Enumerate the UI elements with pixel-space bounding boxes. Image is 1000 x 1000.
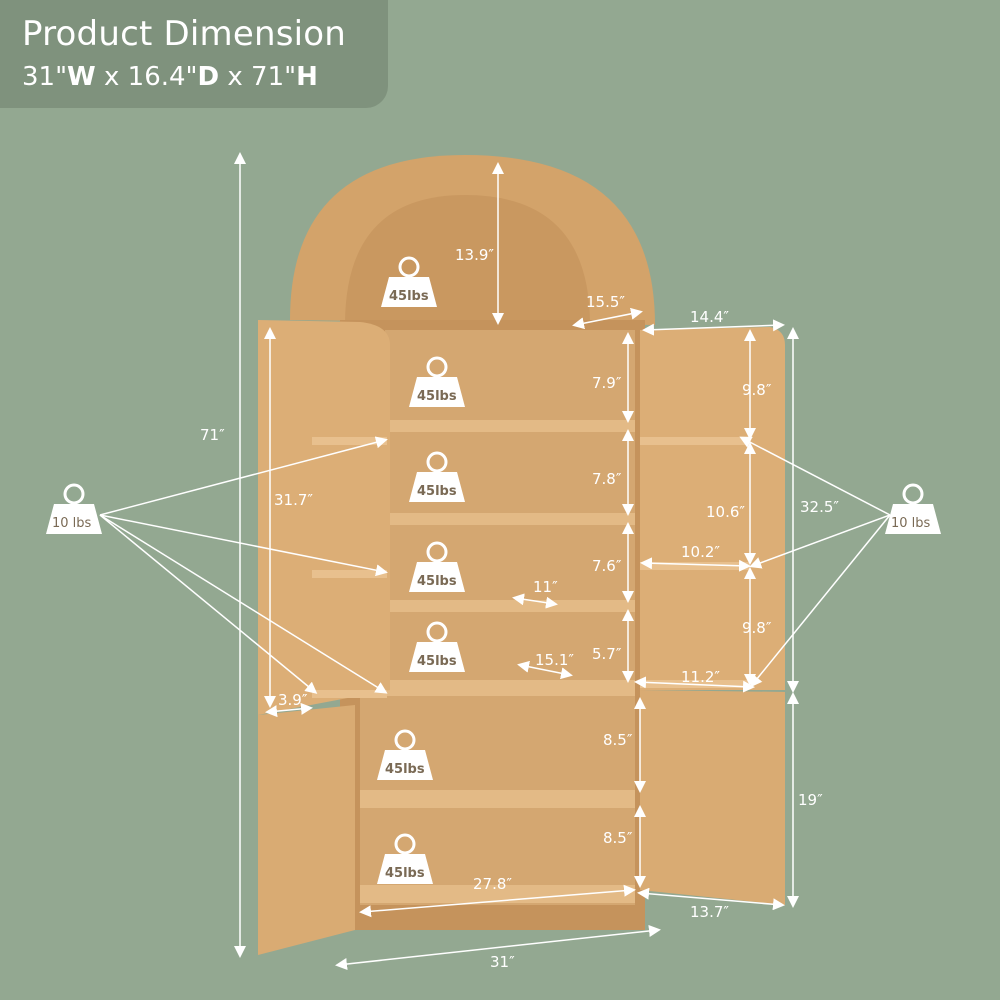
svg-text:10 lbs: 10 lbs bbox=[891, 516, 931, 531]
shelf3-depth-label: 11″ bbox=[533, 578, 558, 596]
header-panel: Product Dimension 31"W x 16.4"D x 71"H bbox=[0, 0, 388, 108]
page-title: Product Dimension bbox=[22, 14, 347, 54]
shelf-weights: 45lbs 45lbs 45lbs 45lbs 45lbs 45lbs 45lb… bbox=[44, 256, 943, 886]
total-height-label: 71″ bbox=[200, 426, 225, 444]
svg-text:45lbs: 45lbs bbox=[417, 484, 457, 499]
door-right-bottom-label: 11.2″ bbox=[681, 668, 720, 686]
dimension-lines bbox=[99, 152, 891, 970]
door-right-shelf-label: 10.2″ bbox=[681, 543, 720, 561]
shelf4-depth-label: 15.1″ bbox=[535, 651, 574, 669]
svg-text:45lbs: 45lbs bbox=[389, 289, 429, 304]
svg-text:45lbs: 45lbs bbox=[417, 389, 457, 404]
shelf2-label: 7.8″ bbox=[592, 470, 622, 488]
svg-text:45lbs: 45lbs bbox=[417, 574, 457, 589]
weight-icon: 45lbs bbox=[407, 451, 467, 504]
weight-icon: 45lbs bbox=[407, 356, 467, 409]
shelf1-label: 7.9″ bbox=[592, 374, 622, 392]
door-top-width-label: 14.4″ bbox=[690, 308, 729, 326]
dimension-labels: 71″ 13.9″ 15.5″ 14.4″ 7.9″ 7.8″ 7.6″ 11″… bbox=[200, 246, 839, 971]
svg-text:45lbs: 45lbs bbox=[417, 654, 457, 669]
lower1-label: 8.5″ bbox=[603, 731, 633, 749]
svg-text:45lbs: 45lbs bbox=[385, 762, 425, 777]
weight-icon: 45lbs bbox=[407, 621, 467, 674]
shelf4-label: 5.7″ bbox=[592, 645, 622, 663]
weight-icon: 45lbs bbox=[379, 256, 439, 309]
arch-height-label: 13.9″ bbox=[455, 246, 494, 264]
lower2-label: 8.5″ bbox=[603, 829, 633, 847]
left-door-depth-label: 3.9″ bbox=[278, 691, 308, 709]
shelf3-label: 7.6″ bbox=[592, 557, 622, 575]
door-right-2-label: 10.6″ bbox=[706, 503, 745, 521]
door-weight-icon-right: 10 lbs bbox=[883, 483, 943, 536]
dimension-summary: 31"W x 16.4"D x 71"H bbox=[22, 62, 318, 92]
svg-text:10 lbs: 10 lbs bbox=[52, 516, 92, 531]
weight-icon: 45lbs bbox=[375, 729, 435, 782]
left-door-height-label: 31.7″ bbox=[274, 491, 313, 509]
door-weight-icon-left: 10 lbs bbox=[44, 483, 104, 536]
svg-text:45lbs: 45lbs bbox=[385, 866, 425, 881]
upper-door-height-label: 32.5″ bbox=[800, 498, 839, 516]
lower-door-width-label: 13.7″ bbox=[690, 903, 729, 921]
total-width-label: 31″ bbox=[490, 953, 515, 971]
inner-width-label: 27.8″ bbox=[473, 875, 512, 893]
door-right-1-label: 9.8″ bbox=[742, 381, 772, 399]
arch-depth-label: 15.5″ bbox=[586, 293, 625, 311]
lower-door-height-label: 19″ bbox=[798, 791, 823, 809]
weight-icon: 45lbs bbox=[407, 541, 467, 594]
weight-icon: 45lbs bbox=[375, 833, 435, 886]
door-right-3-label: 9.8″ bbox=[742, 619, 772, 637]
